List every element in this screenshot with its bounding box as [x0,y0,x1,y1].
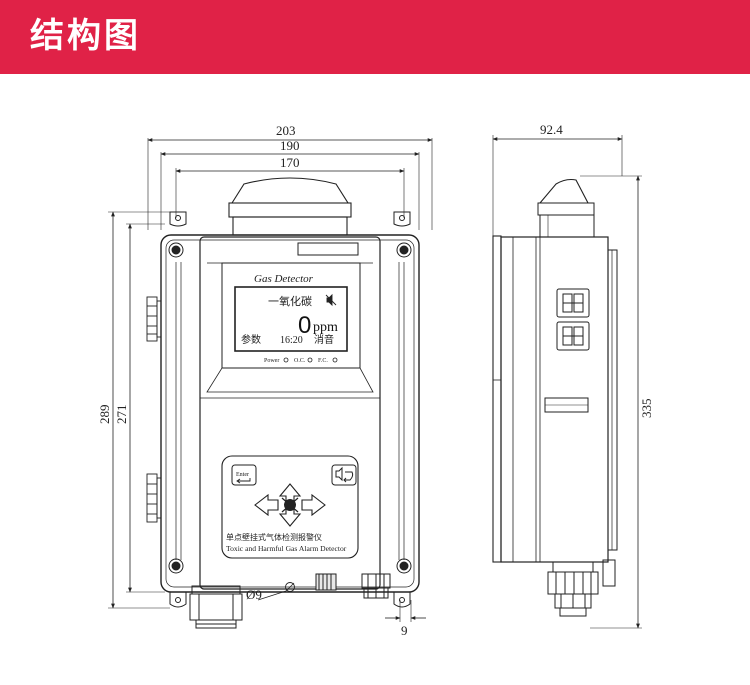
dim-label-203: 203 [276,123,296,138]
latch-lower [556,321,590,351]
screw-icon [168,242,412,574]
keypad-label-en: Toxic and Harmful Gas Alarm Detector [226,544,347,553]
dimension-bottom-offset [385,600,426,622]
hinge-upper [146,296,162,342]
page-title: 结构图 [30,16,141,56]
dim-label-289: 289 [97,405,112,425]
dimension-height-overall [108,211,170,609]
dimension-width-inner [175,168,405,218]
dim-label-bottom: 9 [401,623,408,638]
indicator-oc-label: O.C. [294,358,306,364]
side-sensor-dome [538,178,589,204]
menu-right: 消音 [314,333,334,346]
hinge-lower [146,473,162,523]
front-view [108,138,433,629]
reading-value: 0 [298,312,311,339]
menu-left: 参数 [241,333,261,346]
dimension-width-body [160,152,420,230]
dimension-height-body [126,223,165,593]
enter-arrow-icon [238,478,251,482]
sensor-dome [231,177,349,204]
latch-upper [556,288,590,318]
time-readout: 16:20 [280,335,303,346]
dim-label-271: 271 [114,405,129,425]
lcd-screen [234,286,348,352]
arrow-right-icon[interactable] [301,493,326,517]
gas-name: 一氧化碳 [268,294,312,308]
indicator-oc-led [307,357,313,363]
keypad-label-cn: 单点壁挂式气体检测报警仪 [226,532,322,542]
display-title: Gas Detector [254,273,314,285]
housing-body [160,234,420,593]
dim-label-hole: Ø9 [246,587,262,602]
mount-hole [285,582,295,592]
dim-label-190: 190 [280,138,300,153]
dimension-width-overall [147,138,433,230]
cable-gland-right [361,573,391,599]
indicator-power-label: Power [264,358,279,364]
enter-key-label: Enter [236,472,249,478]
side-connector [602,559,616,587]
keypad-panel [221,455,359,559]
dim-label-335: 335 [639,399,654,419]
dim-label-depth: 92.4 [540,122,563,137]
dim-label-170: 170 [280,155,300,170]
enter-key[interactable] [231,464,257,486]
mute-return-icon [335,466,354,483]
arrow-left-icon[interactable] [254,493,279,517]
side-body [500,236,609,563]
mute-key[interactable] [331,464,357,486]
reading-unit: ppm [313,320,338,335]
indicator-power-led [283,357,289,363]
side-view [492,135,642,629]
front-cover [199,236,381,590]
indicator-fc-label: F.C. [318,358,328,364]
speaker-muted-icon [325,293,337,307]
cable-gland-large [189,585,243,629]
header-banner: 结构图 [0,0,750,74]
side-cable-gland [547,561,599,617]
connector-small [315,573,337,591]
indicator-fc-led [332,357,338,363]
side-plug [544,397,589,413]
